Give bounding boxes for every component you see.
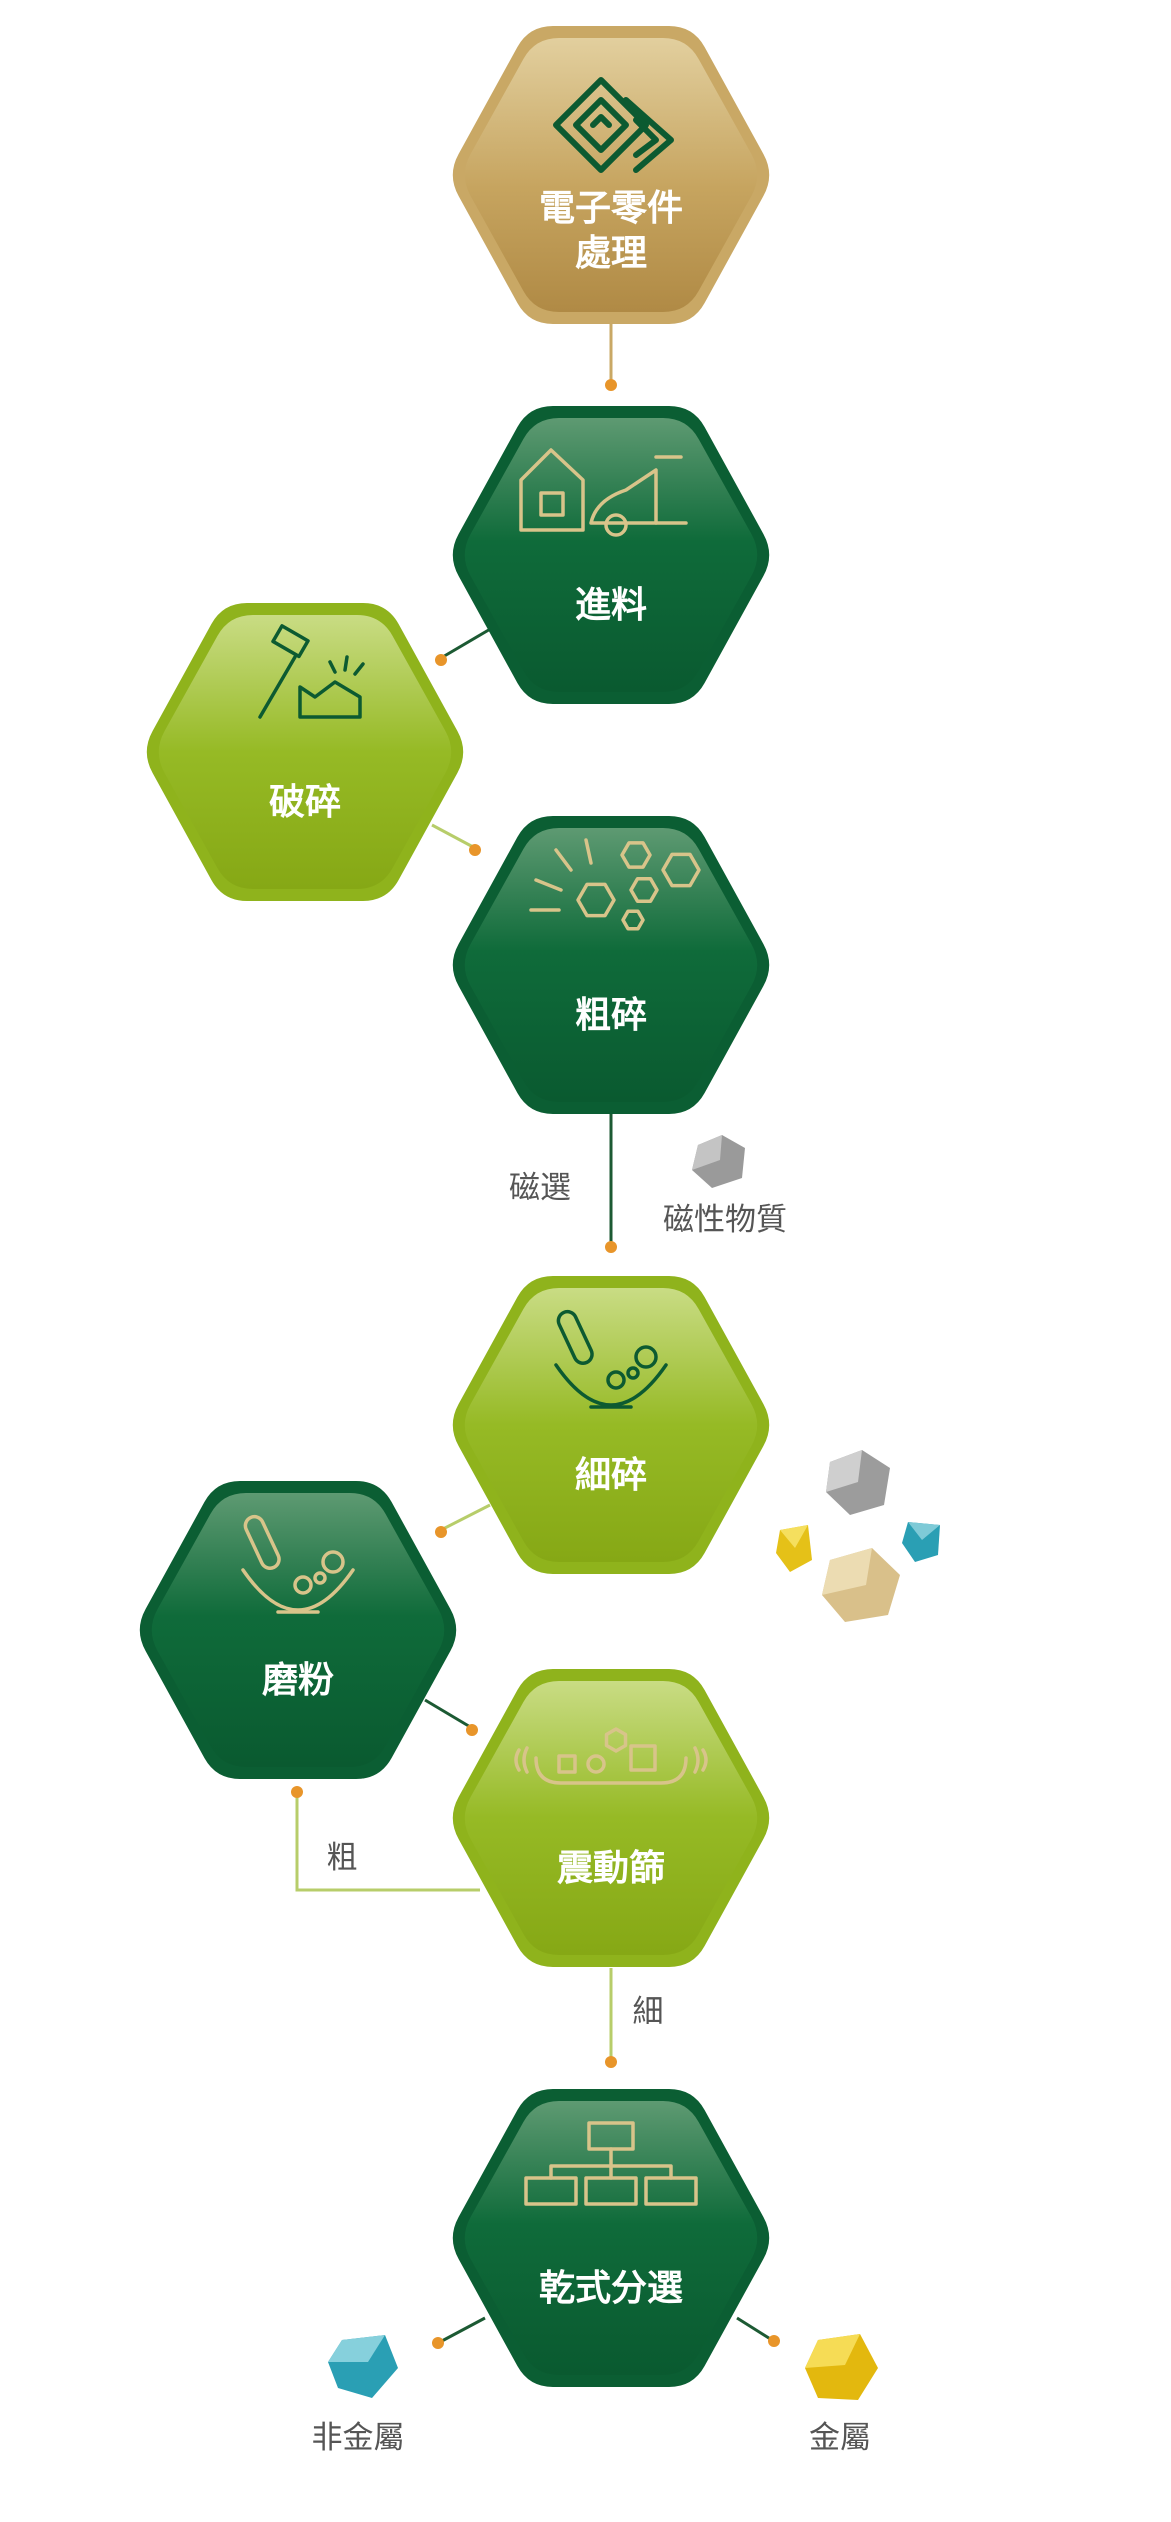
connectors [291, 320, 780, 2349]
connector-sieve-return [295, 1792, 480, 1892]
step-label: 進料 [575, 585, 647, 626]
magnetic-separation-label: 磁選 [509, 1170, 571, 1206]
connector-dot [432, 2337, 444, 2349]
connector-sort-nonmetal [439, 2316, 486, 2344]
hexagon-face [151, 1493, 445, 1767]
connector-dot [605, 379, 617, 391]
step-label: 破碎 [269, 782, 341, 823]
connector-feed-crush [440, 626, 493, 660]
connector-grind-sieve [424, 1698, 473, 1730]
connector-dot [435, 1526, 447, 1538]
step-fine: 細碎 [452, 1276, 770, 1574]
step-label: 細碎 [575, 1455, 647, 1496]
magnetic-material-label: 磁性物質 [663, 1202, 787, 1238]
org-chart-icon [524, 2121, 698, 2206]
connector-dot [605, 2056, 617, 2068]
vibrating-screen-icon [514, 1727, 708, 1785]
step-feed: 進料 [452, 406, 770, 704]
connector-dot [291, 1786, 303, 1798]
step-label: 磨粉 [262, 1660, 334, 1701]
step-label: 乾式分選 [539, 2268, 683, 2309]
connector-dot [469, 844, 481, 856]
magnetic-material-gem-icon [692, 1135, 745, 1188]
step-label: 電子零件 [539, 188, 683, 229]
non-metal-label: 非金屬 [312, 2420, 405, 2456]
step-crush: 破碎 [146, 603, 464, 901]
non-metal-gem-icon [328, 2335, 398, 2398]
hexagon-face [158, 615, 452, 889]
metal-mix-gems-icon [776, 1450, 940, 1622]
step-sort: 乾式分選 [452, 2089, 770, 2387]
hammer-icon [258, 624, 365, 719]
maze-icon [553, 77, 674, 173]
connector-dot [768, 2335, 780, 2347]
house-car-icon [519, 448, 688, 537]
step-label: 粗碎 [575, 995, 647, 1036]
hexagon-face [464, 38, 758, 312]
hexagon-face [464, 828, 758, 1102]
connector-dot [435, 654, 447, 666]
hexagon-face [464, 418, 758, 692]
metal-label: 金屬 [809, 2420, 871, 2456]
step-grind: 磨粉 [139, 1481, 457, 1779]
connector-dot [466, 1724, 478, 1736]
hexagon-face [464, 1681, 758, 1955]
hexagon-face [464, 2101, 758, 2375]
mortar-icon [554, 1309, 668, 1409]
hexagon-face [464, 1288, 758, 1562]
connector-dot [605, 1241, 617, 1253]
step-coarse: 粗碎 [452, 816, 770, 1114]
hexagon-burst-icon [529, 838, 701, 931]
coarse-return-label: 粗 [327, 1840, 358, 1876]
connector-fine-grind [440, 1503, 491, 1532]
step-label-line2: 處理 [575, 233, 647, 274]
step-label: 震動篩 [557, 1848, 665, 1889]
connector-sort-metal [736, 2316, 773, 2342]
step-sieve: 震動篩 [452, 1669, 770, 1967]
grinder-icon [241, 1514, 355, 1614]
fine-pass-label: 細 [633, 1994, 664, 2030]
metal-gem-icon [805, 2334, 878, 2400]
connector-crush-coarse [431, 823, 476, 850]
